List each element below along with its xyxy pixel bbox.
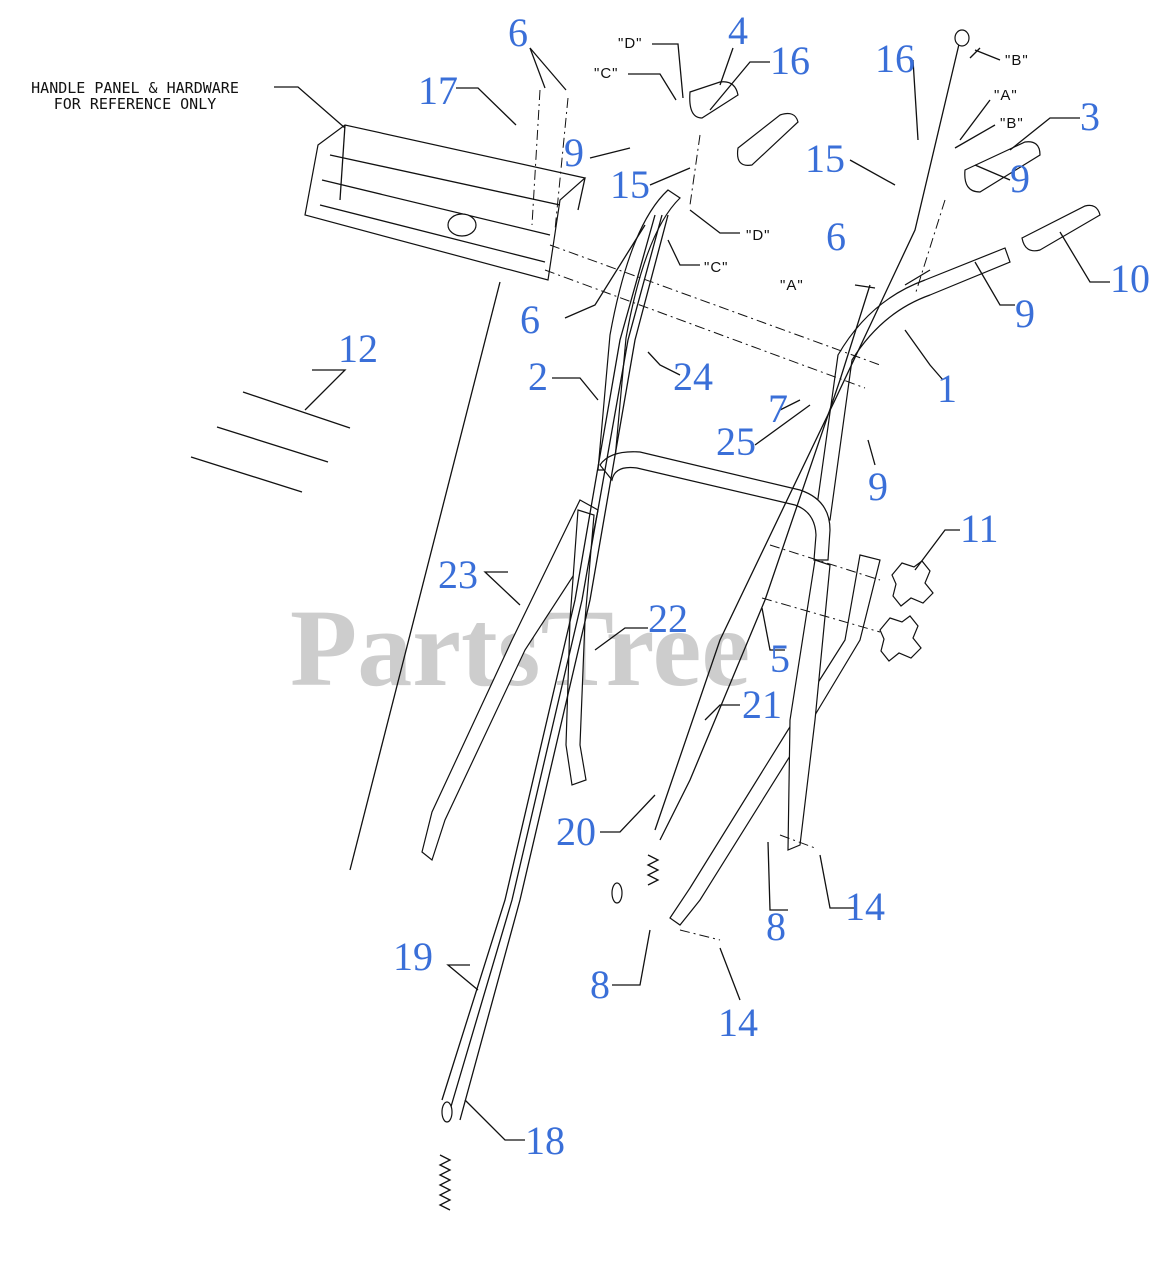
callout-25: 25	[716, 419, 756, 464]
callout-16: 16	[770, 38, 810, 83]
callout-20: 20	[556, 809, 596, 854]
callout-19: 19	[393, 934, 433, 979]
callout-6: 6	[826, 214, 846, 259]
callout-6: 6	[520, 297, 540, 342]
callout-7: 7	[768, 386, 788, 431]
callout-2: 2	[528, 354, 548, 399]
cable-ties	[190, 391, 351, 493]
note-line-2: FOR REFERENCE ONLY	[54, 95, 217, 113]
callout-9: 9	[564, 130, 584, 175]
callout-4: 4	[728, 8, 748, 53]
callout-15: 15	[805, 136, 845, 181]
assembly-lines	[531, 89, 946, 941]
cables	[438, 29, 970, 1211]
callout-14: 14	[718, 1000, 758, 1045]
callout-5: 5	[770, 636, 790, 681]
callout-16: 16	[875, 36, 915, 81]
callout-21: 21	[742, 682, 782, 727]
callout-6: 6	[508, 10, 528, 55]
ref-b-top: "B"	[1005, 52, 1029, 69]
callout-22: 22	[648, 596, 688, 641]
callout-23: 23	[438, 552, 478, 597]
callout-12: 12	[338, 326, 378, 371]
handle-panel	[304, 124, 587, 281]
callout-9: 9	[1015, 291, 1035, 336]
ref-a-mid: "A"	[780, 277, 804, 294]
callout-14: 14	[845, 884, 885, 929]
ref-a-right: "A"	[994, 87, 1018, 104]
callout-9: 9	[1010, 156, 1030, 201]
callout-3: 3	[1080, 94, 1100, 139]
ref-c-top: "C"	[594, 65, 618, 82]
callout-11: 11	[960, 506, 999, 551]
panel-rod	[349, 281, 501, 871]
callout-24: 24	[673, 354, 713, 399]
knobs	[879, 560, 934, 662]
callout-18: 18	[525, 1118, 565, 1163]
leader-lines	[274, 43, 1110, 1141]
callout-1: 1	[937, 366, 957, 411]
callout-15: 15	[610, 162, 650, 207]
callout-8: 8	[766, 904, 786, 949]
ref-d-mid: "D"	[746, 227, 770, 244]
callout-8: 8	[590, 962, 610, 1007]
callout-10: 10	[1110, 256, 1150, 301]
lower-handle	[421, 499, 881, 926]
callout-9: 9	[868, 464, 888, 509]
ref-d-top: "D"	[618, 35, 642, 52]
ref-b-right: "B"	[1000, 115, 1024, 132]
callout-17: 17	[418, 68, 458, 113]
ref-c-mid: "C"	[704, 259, 728, 276]
note-line-1: HANDLE PANEL & HARDWARE	[31, 79, 239, 97]
